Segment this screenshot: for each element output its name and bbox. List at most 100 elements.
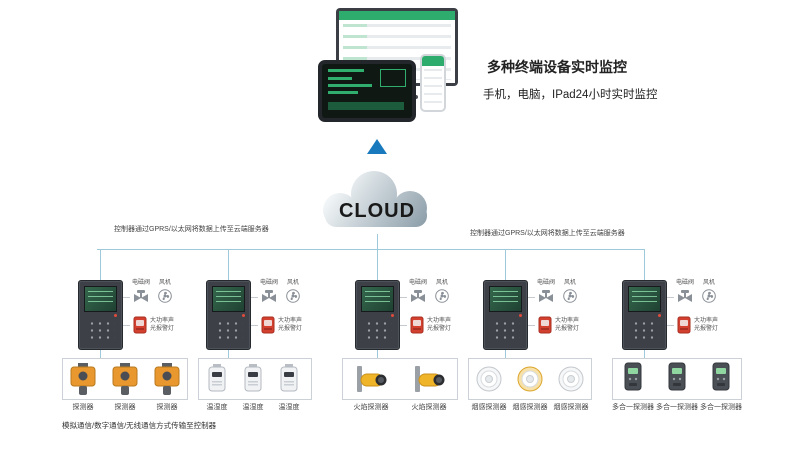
cloud-drop-line (377, 234, 378, 249)
detector-label: 温湿度 (206, 404, 228, 411)
gas-controller-3 (355, 280, 400, 350)
connector-line (505, 350, 506, 358)
bus-line (97, 249, 645, 250)
connector-line (377, 350, 378, 358)
connector-line (100, 350, 101, 358)
tablet-device (318, 60, 416, 122)
connector-line (400, 297, 407, 298)
fan-label: 风机 (702, 280, 715, 286)
multi-detector-icon (668, 362, 686, 391)
gas-controller-4 (483, 280, 528, 350)
alarm-label: 大功率声光报警灯 (277, 318, 302, 332)
phone-app-rows (424, 69, 442, 107)
controller-keypad (491, 318, 520, 342)
tablet-screen-element (328, 91, 358, 94)
detector-label: 多合一探测器 (656, 404, 698, 411)
controller-screen (84, 286, 117, 312)
connector-line (667, 325, 674, 326)
connector-line (528, 297, 535, 298)
connector-line (251, 325, 258, 326)
alarm-light-icon (261, 316, 275, 334)
smoke-detector-icon (558, 366, 584, 392)
valve-label: 电磁阀 (536, 280, 555, 286)
fan-icon (435, 289, 449, 303)
alarm-light-icon (410, 316, 424, 334)
fan-icon (563, 289, 577, 303)
gas-detector-icon (70, 363, 96, 395)
alarm-label: 大功率声光报警灯 (426, 318, 451, 332)
fan-label: 风机 (435, 280, 448, 286)
alarm-light-icon (538, 316, 552, 334)
cloud-label: CLOUD (338, 200, 416, 222)
smoke-detector-icon (517, 366, 543, 392)
controller-keypad (630, 318, 659, 342)
connector-line (228, 249, 229, 280)
gas-detector-icon (112, 363, 138, 395)
connector-line (251, 297, 258, 298)
connector-line (505, 249, 506, 280)
controller-accessories: 电磁阀 风机 大功率声光报警灯 (674, 280, 722, 350)
controller-screen (628, 286, 661, 312)
controller-screen (489, 286, 522, 312)
valve-label: 电磁阀 (675, 280, 694, 286)
fan-label: 风机 (286, 280, 299, 286)
controller-accessories: 电磁阀 风机 大功率声光报警灯 (258, 280, 306, 350)
connector-line (644, 249, 645, 280)
controller-keypad (86, 318, 115, 342)
tablet-screen-element (328, 102, 404, 110)
detector-label: 烟感探测器 (553, 404, 589, 411)
controller-accessories: 电磁阀 风机 大功率声光报警灯 (130, 280, 178, 350)
solenoid-valve-icon (411, 290, 425, 302)
multi-detector-icon (624, 362, 642, 391)
valve-label: 电磁阀 (259, 280, 278, 286)
controller-accessories: 电磁阀 风机 大功率声光报警灯 (407, 280, 455, 350)
detector-label: 烟感探测器 (512, 404, 548, 411)
phone-device (420, 54, 446, 112)
valve-label: 电磁阀 (131, 280, 150, 286)
dashboard-header-bar (339, 11, 455, 20)
fan-icon (286, 289, 300, 303)
gas-controller-1 (78, 280, 123, 350)
connector-line (644, 350, 645, 358)
flame-detector-icon (415, 366, 445, 392)
detector-label: 探测器 (72, 404, 94, 411)
detector-label: 多合一探测器 (612, 404, 654, 411)
detector-label: 火焰探测器 (411, 404, 447, 411)
solenoid-valve-icon (134, 290, 148, 302)
alarm-light-icon (133, 316, 147, 334)
solenoid-valve-icon (678, 290, 692, 302)
up-arrow-icon (367, 139, 387, 154)
detector-label: 火焰探测器 (353, 404, 389, 411)
connector-line (528, 325, 535, 326)
multi-detector-icon (712, 362, 730, 391)
gas-controller-5 (622, 280, 667, 350)
phone-app-header (422, 56, 444, 66)
tablet-screen-element (328, 84, 372, 87)
connector-line (228, 350, 229, 358)
controller-keypad (363, 318, 392, 342)
communication-note: 模拟通信/数字通信/无线通信方式传输至控制器 (62, 421, 217, 430)
terminal-monitoring-subtitle: 手机，电脑，IPad24小时实时监控 (483, 89, 658, 101)
connector-line (123, 325, 130, 326)
controller-keypad (214, 318, 243, 342)
connector-line (667, 297, 674, 298)
detector-label: 温湿度 (242, 404, 264, 411)
temp-humidity-sensor-icon (280, 364, 298, 392)
solenoid-valve-icon (262, 290, 276, 302)
alarm-label: 大功率声光报警灯 (149, 318, 174, 332)
flame-detector-icon (357, 366, 387, 392)
connector-line (123, 297, 130, 298)
connector-line (400, 325, 407, 326)
detector-label: 温湿度 (278, 404, 300, 411)
alarm-light-icon (677, 316, 691, 334)
alarm-label: 大功率声光报警灯 (693, 318, 718, 332)
fan-icon (158, 289, 172, 303)
detector-label: 探测器 (114, 404, 136, 411)
alarm-label: 大功率声光报警灯 (554, 318, 579, 332)
detector-label: 烟感探测器 (471, 404, 507, 411)
fan-label: 风机 (158, 280, 171, 286)
tablet-screen-element (328, 77, 352, 80)
controller-screen (361, 286, 394, 312)
tablet-screen-element (380, 69, 406, 87)
